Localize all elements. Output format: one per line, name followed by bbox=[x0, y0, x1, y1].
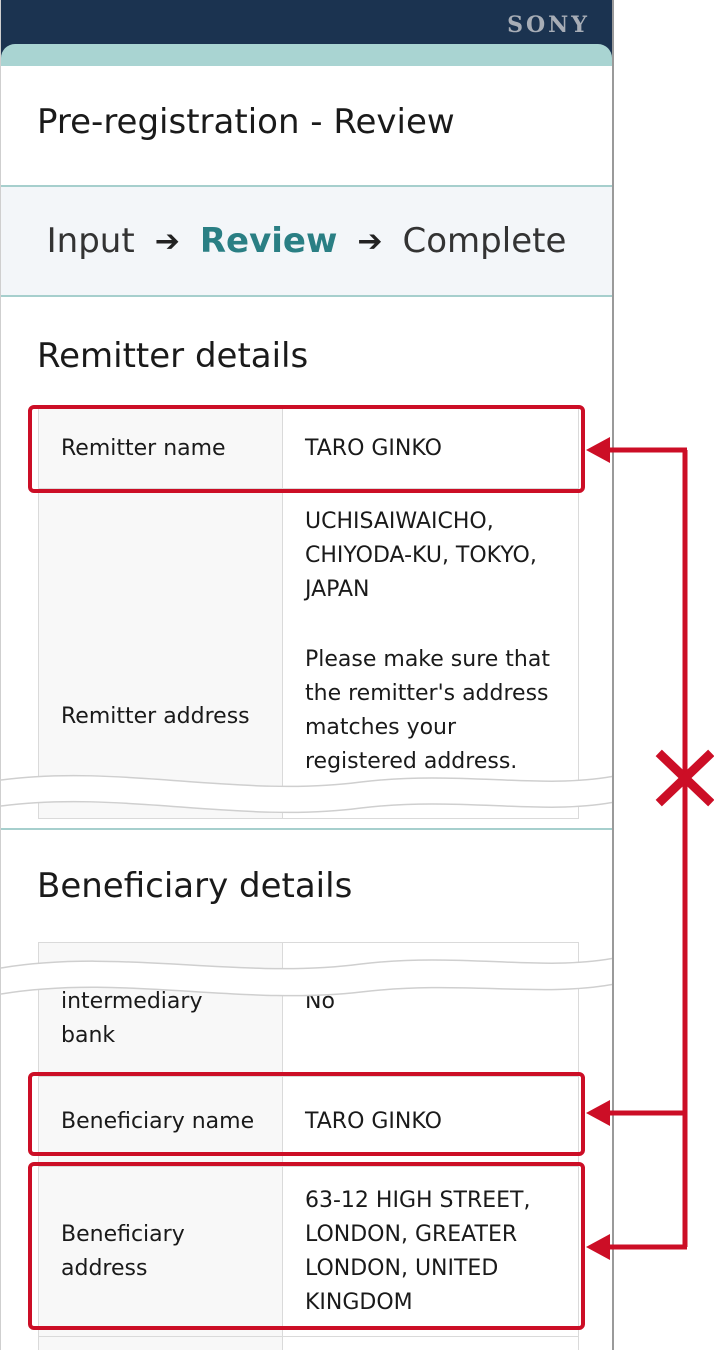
remitter-name-label: Remitter name bbox=[38, 408, 283, 489]
beneficiary-address-highlight bbox=[28, 1162, 585, 1330]
beneficiary-section-title: Beneficiary details bbox=[37, 866, 353, 906]
beneficiary-name-label: Beneficiary name bbox=[38, 1076, 283, 1167]
step-input: Input bbox=[46, 221, 135, 261]
wave-cut-divider bbox=[1, 774, 612, 814]
wave-cut-divider bbox=[1, 957, 612, 997]
step-complete: Complete bbox=[402, 221, 567, 261]
remitter-address-value: UCHISAIWAICHO, CHIYODA-KU, TOKYO, JAPAN … bbox=[282, 488, 579, 819]
step-review: Review bbox=[199, 221, 338, 261]
remitter-name-highlight bbox=[28, 405, 585, 493]
beneficiary-address-value: 63-12 HIGH STREET, LONDON, GREATER LONDO… bbox=[282, 1166, 579, 1337]
page-body: Pre-registration - Review Input ➔ Review… bbox=[1, 66, 612, 1350]
arrow-right-icon: ➔ bbox=[154, 223, 180, 259]
beneficiary-name-highlight bbox=[28, 1072, 585, 1156]
phone-screen: SONY Pre-registration - Review Input ➔ R… bbox=[0, 0, 614, 1350]
remitter-section-title: Remitter details bbox=[37, 336, 309, 376]
table-row: Remitter address UCHISAIWAICHO, CHIYODA-… bbox=[38, 488, 579, 819]
step-indicator: Input ➔ Review ➔ Complete bbox=[1, 185, 612, 297]
remitter-name-value: TARO GINKO bbox=[282, 408, 579, 489]
arrow-right-icon: ➔ bbox=[357, 223, 383, 259]
table-row: Beneficiary address 63-12 HIGH STREET, L… bbox=[38, 1166, 579, 1337]
remitter-details-table: Remitter name TARO GINKO Remitter addres… bbox=[38, 408, 579, 819]
beneficiary-address-label: Beneficiary address bbox=[38, 1166, 283, 1337]
table-row: Remitter name TARO GINKO bbox=[38, 408, 579, 489]
brand-logo: SONY bbox=[507, 12, 590, 38]
table-row bbox=[38, 1336, 579, 1350]
remitter-address-label: Remitter address bbox=[38, 488, 283, 819]
beneficiary-details-table: intermediary bank No Beneficiary name TA… bbox=[38, 942, 579, 1350]
page-title: Pre-registration - Review bbox=[37, 102, 455, 142]
section-divider bbox=[1, 828, 612, 830]
cross-icon bbox=[655, 749, 714, 807]
